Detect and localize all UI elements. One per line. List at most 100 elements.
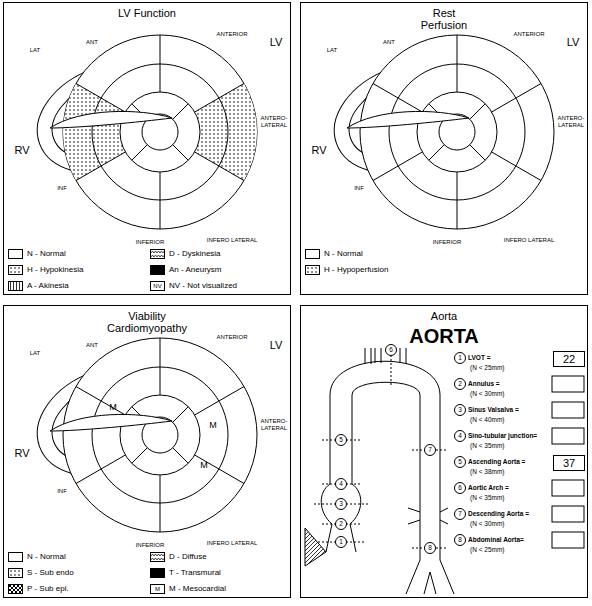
segment-line	[373, 152, 422, 181]
legend-entry: T - Transmural	[150, 568, 221, 578]
legend-swatch	[8, 552, 23, 562]
segment-line	[457, 172, 458, 229]
panel: 2 2 37 Aorta	[300, 305, 588, 598]
mesocardial-mark: M	[200, 461, 208, 471]
legend-swatch	[8, 584, 23, 594]
normal-range: (N < 35mm)	[470, 494, 505, 501]
value-text: 37	[563, 457, 575, 469]
legend-swatch	[305, 265, 320, 275]
legend-swatch	[8, 281, 23, 291]
bullseye-ring	[120, 92, 200, 172]
wall-label: ANTERIOR	[513, 31, 544, 38]
legend-swatch	[150, 265, 165, 275]
segment-line	[76, 152, 125, 181]
panel-title: Aorta	[344, 310, 544, 322]
cavity	[347, 111, 469, 128]
measure-name: Sino-tubular junction=	[468, 432, 537, 439]
renal-branches	[408, 508, 448, 524]
wall-label: ANT	[86, 39, 98, 46]
legend-entry: H - Hypoperfusion	[305, 265, 388, 275]
value-box: 37	[553, 455, 585, 471]
normal-range: (N < 40mm)	[470, 416, 505, 423]
bullseye-plot	[22, 35, 257, 229]
legend-entry: D - Diffuse	[150, 552, 207, 562]
chamber-label: RV	[311, 144, 326, 156]
swatch-code: NV	[153, 283, 161, 290]
wall-label: LAT	[30, 350, 41, 357]
aorta-drawing	[305, 345, 584, 595]
segment-line	[132, 145, 148, 161]
chamber-label: LV	[270, 36, 283, 48]
hypokinesia-fill	[63, 84, 125, 181]
segment-line	[76, 455, 125, 484]
callout-number: 3	[458, 406, 462, 413]
bullseye-ring	[63, 35, 257, 229]
legend-entry: N - Normal	[8, 249, 66, 259]
legend-text: T - Transmural	[169, 568, 221, 578]
wall-label: INF	[57, 185, 67, 192]
aorta-heading: AORTA	[409, 325, 479, 347]
bullseye-plot	[22, 338, 257, 532]
chamber-label: LV	[270, 339, 283, 351]
callout-number: 4	[339, 480, 343, 487]
segment-line	[429, 145, 445, 161]
mesocardial-mark: M	[209, 421, 217, 431]
swatch-code: M	[155, 586, 160, 593]
bullseye-plot	[319, 35, 554, 229]
segment-line	[160, 35, 161, 92]
bullseye-ring	[360, 35, 554, 229]
wall-label: ANT	[383, 39, 395, 46]
legend-entry: H - Hypokinesia	[8, 265, 83, 275]
segment-line	[76, 84, 125, 113]
segment-line	[160, 172, 161, 229]
legend-swatch	[8, 265, 23, 275]
normal-range: (N < 25mm)	[470, 364, 505, 371]
segment-line	[492, 84, 541, 113]
wall-label: INFERO LATERAL	[207, 540, 258, 547]
measure-name: Annulus =	[468, 380, 500, 387]
segment-line	[173, 104, 189, 120]
callout-number: 2	[339, 520, 343, 527]
bullseye-ring	[120, 395, 200, 475]
measure-lines	[314, 355, 448, 548]
legend-swatch	[8, 249, 23, 259]
legend-swatch	[150, 552, 165, 562]
segment-line	[76, 387, 125, 416]
segment-line	[173, 145, 189, 161]
normal-range: (N < 30mm)	[470, 390, 505, 397]
legend-text: An - Aneurysm	[169, 265, 221, 275]
aortic-root	[321, 395, 332, 552]
legend-text: P - Sub epi.	[27, 584, 69, 594]
chamber-label: LV	[567, 36, 580, 48]
callout-number: 8	[428, 544, 432, 551]
segment-line	[173, 448, 189, 464]
legend-entry: D - Dyskinesia	[150, 249, 221, 259]
legend-entry: An - Aneurysm	[150, 265, 221, 275]
wall-label: LAT	[327, 47, 338, 54]
legend-entry: A - Akinesia	[8, 281, 69, 291]
normal-range: (N < 30mm)	[470, 520, 505, 527]
segment-line	[173, 407, 189, 423]
aortic-wall	[352, 382, 420, 594]
empty-value-boxes	[552, 376, 584, 548]
measure-name: Descending Aorta =	[468, 510, 529, 517]
wall-label: ANTERO- LATERAL	[554, 115, 588, 128]
segment-line	[195, 455, 244, 484]
measure-name: Sinus Valsalva =	[468, 406, 519, 413]
legend-entry: N - Normal	[305, 249, 363, 259]
callout-number: 2	[458, 380, 462, 387]
wall-label: INF	[354, 185, 364, 192]
segment-line	[492, 152, 541, 181]
cavity	[50, 414, 172, 431]
legend-text: S - Sub endo	[27, 568, 74, 578]
normal-range: (N < 38mm)	[470, 468, 505, 475]
measure-name: LVOT =	[468, 354, 490, 361]
bifurcation	[424, 572, 436, 594]
legend-swatch	[305, 249, 320, 259]
callout-number: 5	[458, 458, 462, 465]
segment-line	[457, 35, 458, 92]
wall-label: ANTERO- LATERAL	[257, 418, 291, 431]
aortic-wall	[330, 361, 454, 594]
callout-number: 4	[458, 432, 462, 439]
cavity	[50, 111, 172, 128]
